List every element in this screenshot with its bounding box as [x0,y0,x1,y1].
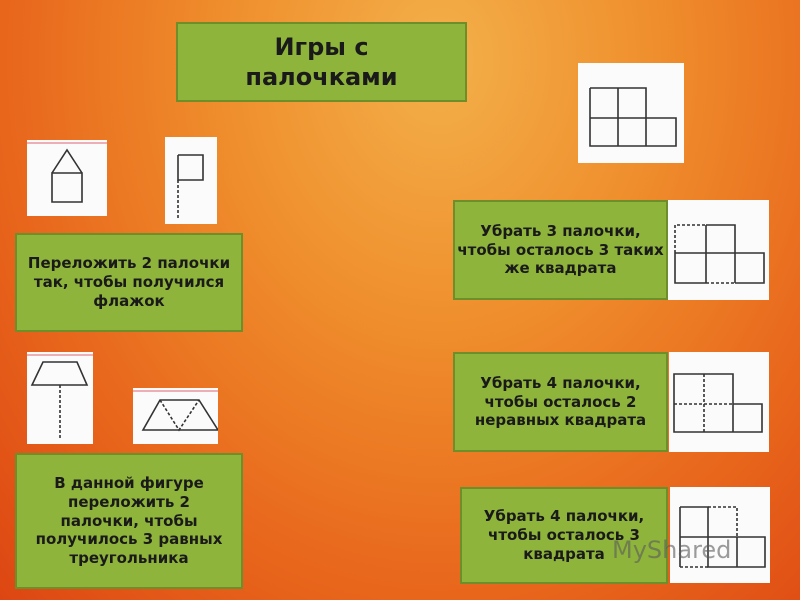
figure-squares-1 [668,200,769,300]
watermark: MyShared [612,536,732,564]
slide-title: Игры с палочками [176,22,467,102]
figure-squares-2 [669,352,769,452]
figure-lamp [27,352,93,444]
figure-flag [165,137,217,224]
task-three-squares-2: Убрать 4 палочки, чтобы осталось 3 квадр… [460,487,668,584]
task-three-squares: Убрать 3 палочки, чтобы осталось 3 таких… [453,200,668,300]
figure-squares-3 [670,487,770,583]
figure-triangles [133,388,218,444]
figure-grid-top [578,63,684,163]
task-two-squares: Убрать 4 палочки, чтобы осталось 2 нерав… [453,352,668,452]
figure-house [27,140,107,216]
task-flag: Переложить 2 палочки так, чтобы получилс… [15,233,243,332]
task-triangles: В данной фигуре переложить 2 палочки, чт… [15,453,243,589]
